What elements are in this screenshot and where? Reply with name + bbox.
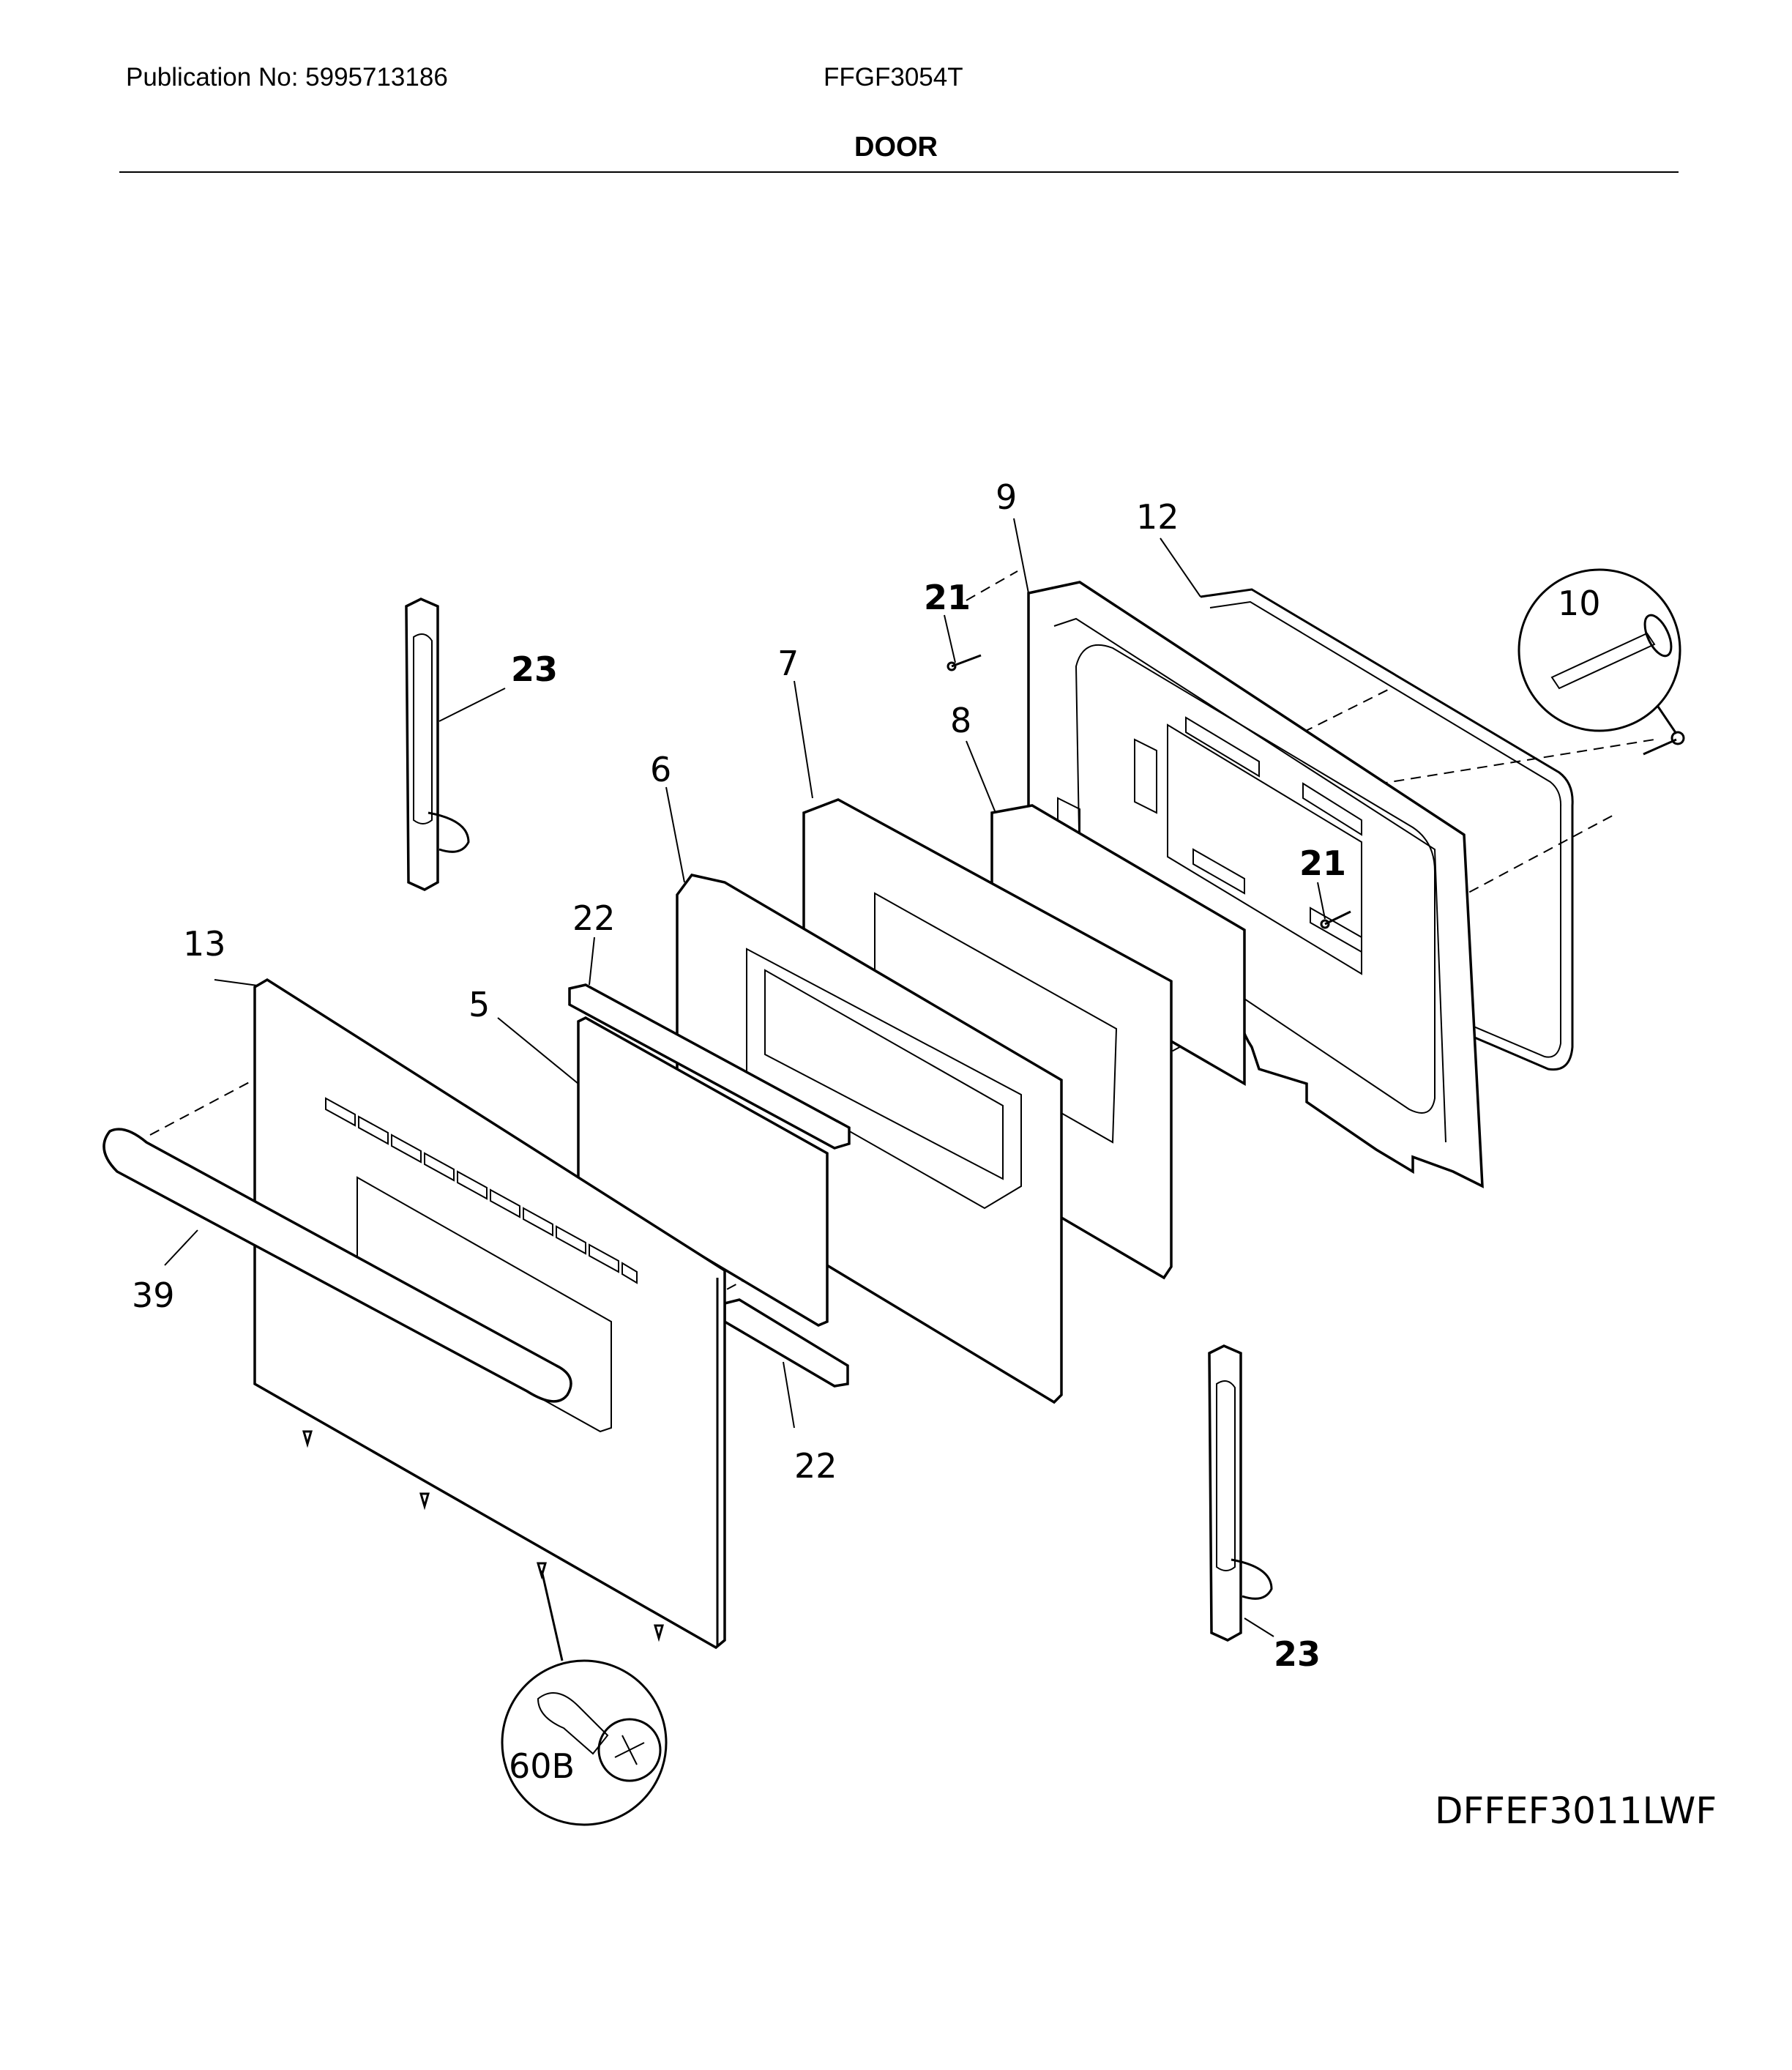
callout-39: 39 [132,1276,175,1315]
pin-21-upper [947,654,982,671]
callout-22-upper: 22 [572,898,616,938]
publication-number: Publication No: 5995713186 [126,63,448,92]
callout-13: 13 [183,924,226,964]
hinge-upper-left-23 [405,597,470,891]
door-screws [302,1430,665,1642]
model-number: FFGF3054T [824,63,963,92]
callout-12: 12 [1136,497,1179,537]
callout-9: 9 [996,477,1017,517]
bracket-lower-22 [723,1298,849,1388]
callout-10: 10 [1558,584,1601,623]
callout-21-lower: 21 [1299,844,1346,883]
detail-circle-60b [501,1570,668,1826]
callout-5: 5 [468,985,490,1024]
callout-22-lower: 22 [794,1446,837,1486]
diagram-code: DFFEF3011LWF [1435,1790,1717,1832]
hinge-lower-right-23 [1208,1344,1273,1642]
outer-door-panel-13 [253,978,726,1650]
leader-lines [164,518,1326,1637]
callout-labels: 9 12 21 10 23 7 8 6 21 22 13 5 39 22 23 … [132,477,1717,1832]
section-title: DOOR [854,132,938,163]
detail-circle-10 [1517,568,1681,734]
callout-8: 8 [950,701,971,740]
vent-slots [325,1097,638,1284]
callout-60b: 60B [509,1746,575,1786]
header-divider [119,171,1679,173]
callout-6: 6 [650,750,671,789]
screw-10-small [1643,731,1685,756]
door-gasket [1200,588,1574,1071]
bracket-upper-22 [568,983,851,1150]
callout-21-upper: 21 [924,578,971,617]
door-frame-6 [676,874,1063,1404]
callout-7: 7 [777,644,799,683]
pin-21-lower [1320,910,1351,929]
callout-23-upper: 23 [511,649,558,689]
door-handle-39 [102,1128,572,1403]
callout-23-lower: 23 [1274,1634,1321,1674]
